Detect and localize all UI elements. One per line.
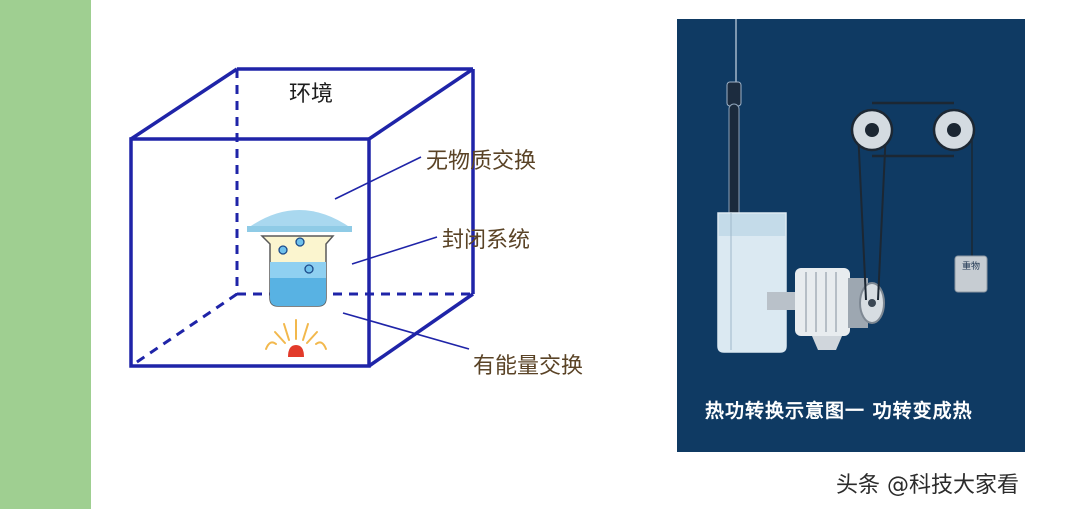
closed-system-label: 封闭系统 (442, 228, 531, 253)
left-stripe (0, 0, 91, 509)
energy-exchange-label: 有能量交换 (473, 354, 584, 379)
environment-label: 环境 (289, 82, 334, 107)
weight-label: 重物 (961, 262, 980, 272)
water-beaker-icon (717, 212, 787, 353)
leader-lines (334, 156, 470, 350)
weight-icon (954, 255, 988, 293)
cube-visible-edges (129, 67, 475, 368)
no-matter-exchange-label: 无物质交换 (426, 149, 537, 174)
flame-icon (265, 319, 327, 357)
work-heat-caption: 热功转换示意图一 功转变成热 (705, 400, 973, 422)
pulley-system (850, 101, 976, 301)
beaker-icon (247, 210, 352, 307)
watermark: 头条 @科技大家看 (836, 473, 1019, 498)
motor-icon (767, 268, 885, 350)
